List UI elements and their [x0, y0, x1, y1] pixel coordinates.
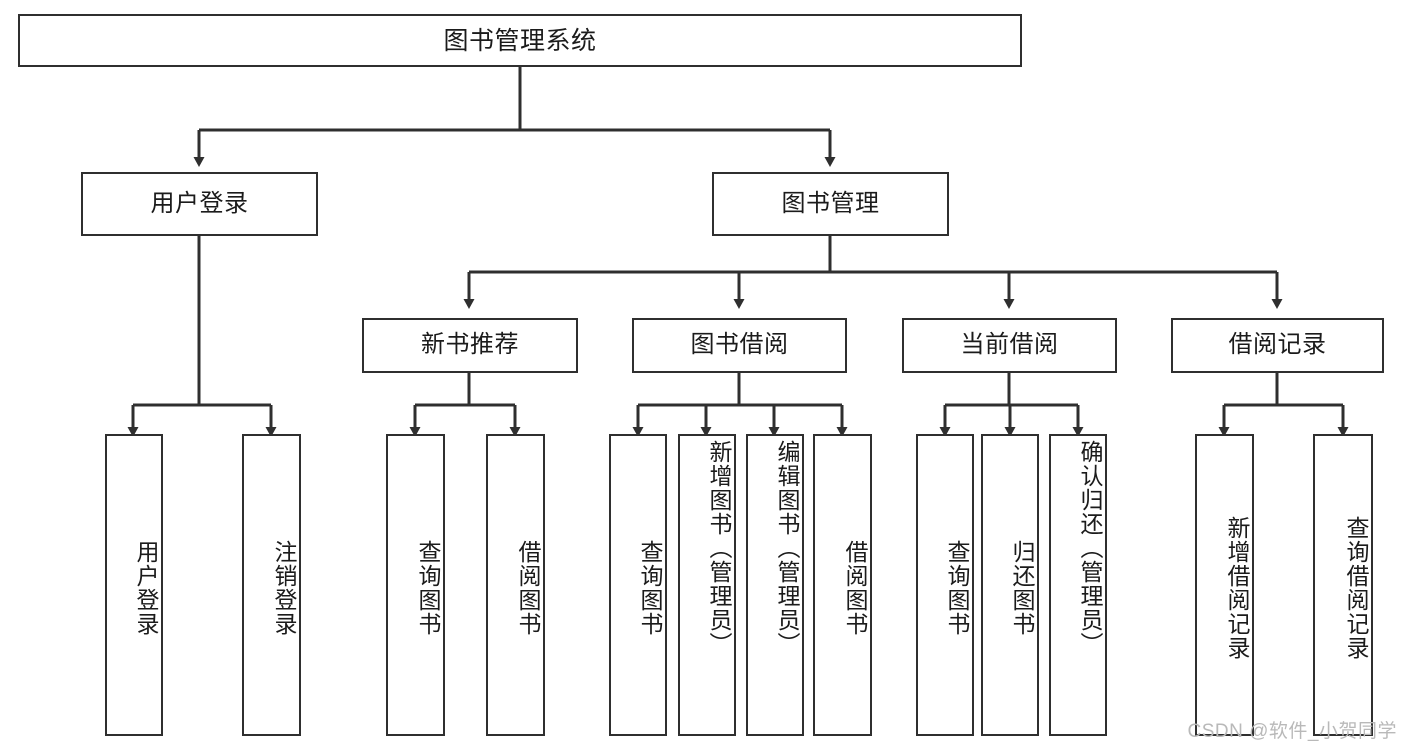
leaf-record-query-record[interactable]: 查询借阅记录	[1313, 434, 1373, 736]
watermark-credit: CSDN @软件_小贺同学	[1187, 721, 1397, 742]
leaf-record-add-record[interactable]: 新增借阅记录	[1195, 434, 1254, 736]
leaf-user-login-login[interactable]: 用户登录	[105, 434, 163, 736]
leaf-current-confirm-return-admin[interactable]: 确认归还（管理员）	[1049, 434, 1107, 736]
node-user-login[interactable]: 用户登录	[81, 172, 318, 236]
leaf-current-query-book[interactable]: 查询图书	[916, 434, 974, 736]
node-borrow-record[interactable]: 借阅记录	[1171, 318, 1384, 373]
node-current-borrow[interactable]: 当前借阅	[902, 318, 1117, 373]
leaf-borrow-edit-book-admin[interactable]: 编辑图书（管理员）	[746, 434, 804, 736]
leaf-borrow-borrow-book[interactable]: 借阅图书	[813, 434, 872, 736]
node-book-borrow[interactable]: 图书借阅	[632, 318, 847, 373]
leaf-user-login-logout[interactable]: 注销登录	[242, 434, 301, 736]
leaf-borrow-query-book[interactable]: 查询图书	[609, 434, 667, 736]
leaf-current-return-book[interactable]: 归还图书	[981, 434, 1039, 736]
node-root-system[interactable]: 图书管理系统	[18, 14, 1022, 67]
leaf-recommend-borrow-book[interactable]: 借阅图书	[486, 434, 545, 736]
leaf-borrow-add-book-admin[interactable]: 新增图书（管理员）	[678, 434, 736, 736]
node-new-book-recommend[interactable]: 新书推荐	[362, 318, 578, 373]
node-book-management[interactable]: 图书管理	[712, 172, 949, 236]
leaf-recommend-query-book[interactable]: 查询图书	[386, 434, 445, 736]
